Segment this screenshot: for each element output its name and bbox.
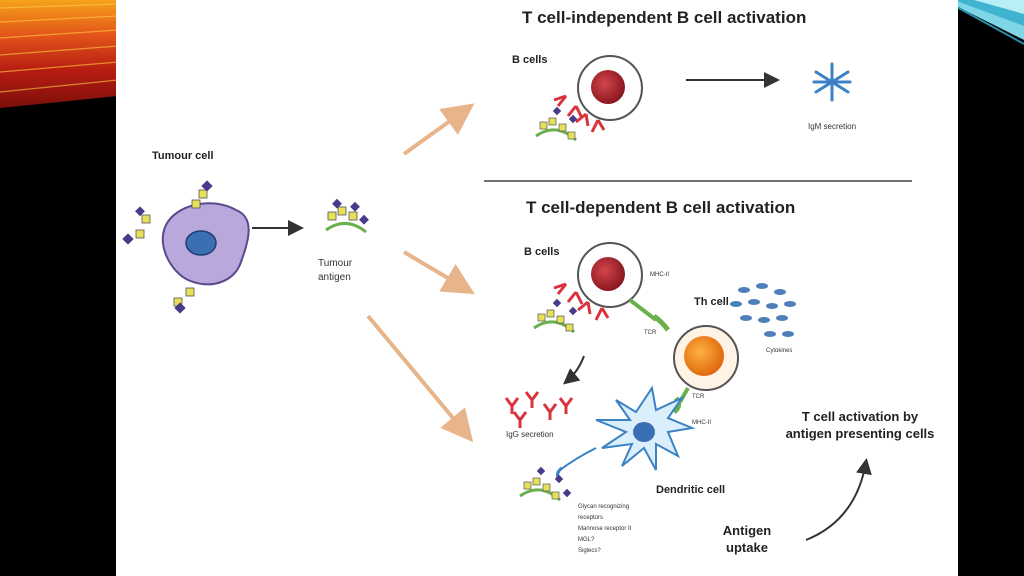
tumour-antigen-icon — [325, 198, 369, 234]
receptor-list-item: Mannose receptor II — [578, 526, 632, 532]
tcr-bottom-label: TCR — [692, 394, 705, 400]
left-stripe-decoration-icon — [0, 0, 118, 118]
tcell-activation-line-2: antigen presenting cells — [785, 426, 935, 441]
antigen-uptake-line-2: uptake — [726, 540, 768, 555]
tumour-antigen-label-2: antigen — [318, 272, 351, 283]
th-cell-label: Th cell — [694, 296, 729, 308]
antigen-uptake-caption: Antigen uptake — [712, 522, 782, 556]
dendritic-cell-icon — [556, 385, 696, 479]
arrow-to-dendritic — [366, 314, 474, 443]
arrow-to-igg — [562, 355, 585, 385]
dendritic-cell-label: Dendritic cell — [656, 484, 726, 496]
igm-secretion-label: IgM secretion — [808, 122, 857, 131]
diagram-figure: Tumour cell Tumour antigen T cell-indepe… — [116, 0, 958, 576]
receptor-list-item: Glycan recognizing — [578, 504, 630, 510]
cytokines-label: Cytokines — [766, 348, 793, 354]
td-bcells-label: B cells — [524, 246, 560, 258]
t-dependent-title: T cell-dependent B cell activation — [526, 198, 796, 217]
tcr-top-label: TCR — [644, 330, 657, 336]
mhc-tcr-synapse-top-icon — [628, 298, 670, 332]
mhc2-bottom-label: MHC-II — [692, 420, 711, 426]
t-independent-title: T cell-independent B cell activation — [522, 8, 807, 27]
b-cell-independent-icon — [535, 55, 643, 142]
igg-antibodies-icon — [504, 391, 574, 428]
arrow-antigen-uptake — [805, 458, 872, 541]
th-cell-icon — [673, 325, 739, 391]
tumour-antigen-label-1: Tumour — [318, 258, 353, 269]
arrow-to-t-dependent — [402, 250, 475, 295]
receptor-list-item: Siglecs? — [578, 548, 601, 554]
tcell-activation-caption: T cell activation by antigen presenting … — [770, 408, 950, 442]
receptor-list-item: receptors — [578, 515, 604, 521]
igg-secretion-label: IgG secretion — [506, 430, 554, 439]
antigen-uptake-line-1: Antigen — [722, 523, 772, 538]
mhc2-top-label: MHC-II — [650, 272, 669, 278]
ti-bcells-label: B cells — [512, 54, 548, 66]
b-cell-dependent-icon — [533, 242, 643, 334]
tumour-cell-icon — [122, 180, 250, 314]
tcell-activation-line-1: T cell activation by — [801, 409, 919, 424]
diagram-graphics — [122, 55, 912, 541]
antigen-uptake-cluster-icon — [519, 466, 572, 502]
tumour-cell-label: Tumour cell — [152, 150, 214, 162]
igm-pentamer-icon — [812, 62, 852, 102]
arrow-to-t-independent — [402, 103, 475, 156]
cytokines-icon — [730, 283, 796, 337]
receptor-list-item: MGL? — [578, 537, 595, 543]
